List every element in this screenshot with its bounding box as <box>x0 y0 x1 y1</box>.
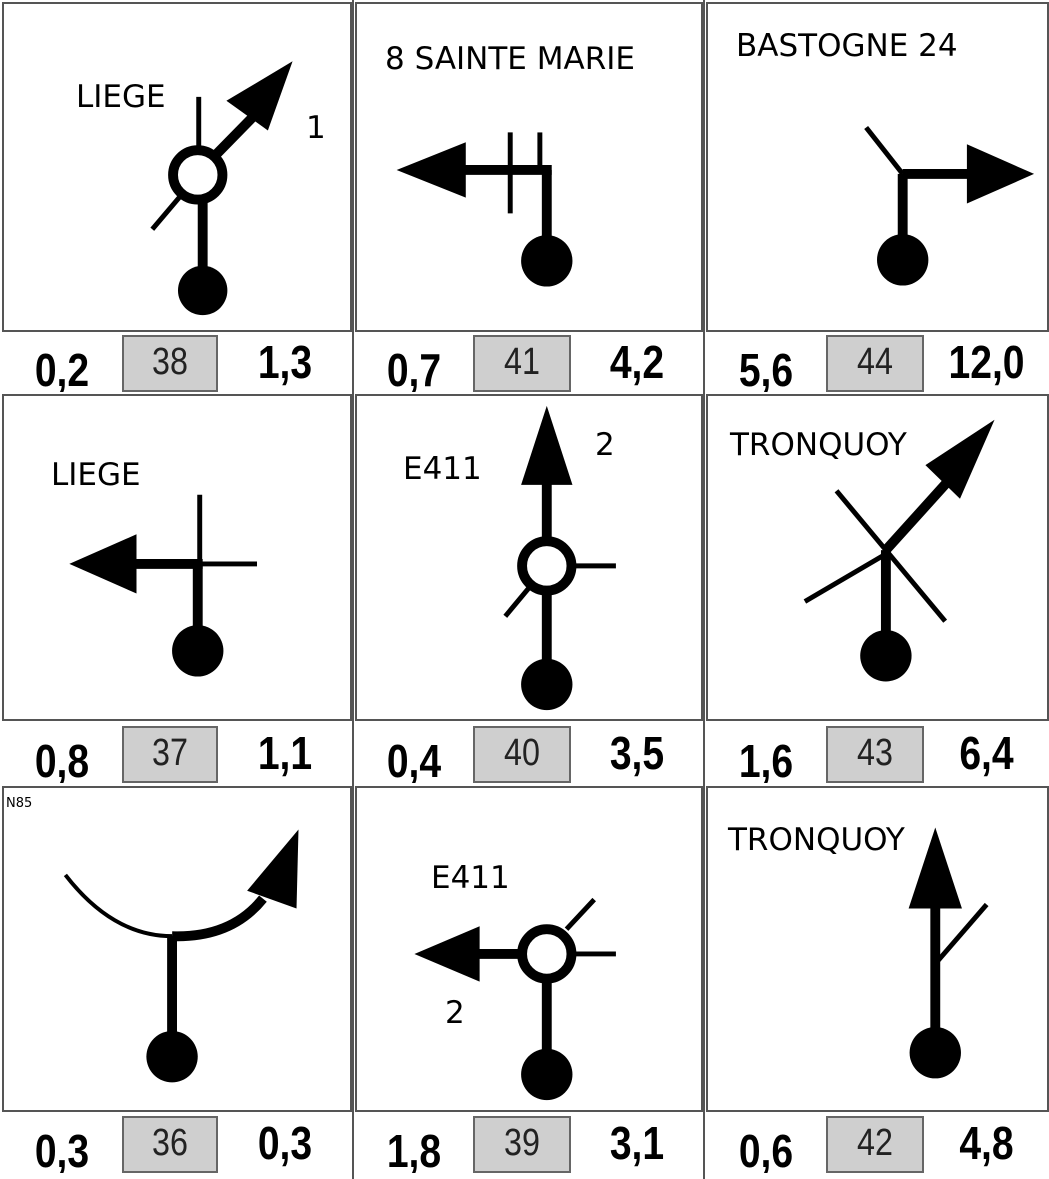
direction-label: LIEGE <box>51 457 141 493</box>
exit-number: 2 <box>595 427 615 463</box>
tile-number-box: 43 <box>826 726 924 783</box>
roadbook-tile-36: N85 <box>2 786 352 1112</box>
tile-number-box: 37 <box>122 726 218 783</box>
roundabout-straight-icon <box>503 405 616 711</box>
column-divider <box>703 0 705 1179</box>
roadbook-tile-40: E411 2 <box>355 394 703 721</box>
direction-label: TRONQUOY <box>730 427 907 463</box>
left-turn-at-crossroad-icon <box>69 494 258 677</box>
roundabout-exit-left-icon <box>414 897 616 1101</box>
exit-number: 2 <box>445 995 465 1031</box>
roadbook-tile-43: TRONQUOY <box>706 394 1049 721</box>
direction-label: E411 <box>403 451 482 487</box>
total-distance: 1,3 <box>257 336 313 388</box>
curve-right-icon <box>63 829 299 1083</box>
total-distance: 6,4 <box>959 727 1014 779</box>
total-distance: 12,0 <box>948 336 1025 388</box>
right-turn-icon <box>864 125 1035 286</box>
total-distance: 4,2 <box>609 336 665 388</box>
total-distance: 3,1 <box>609 1117 665 1169</box>
tile-number-box: 42 <box>826 1116 924 1173</box>
tile-number-box: 39 <box>473 1116 571 1173</box>
partial-distance: 1,6 <box>738 735 794 783</box>
fork-right-icon <box>803 419 995 682</box>
direction-label: 8 SAINTE MARIE <box>385 41 635 77</box>
roadbook-tile-38: LIEGE 1 <box>2 2 352 332</box>
tile-number-box: 44 <box>826 335 924 392</box>
exit-number: 1 <box>306 110 326 146</box>
tile-number-box: 41 <box>473 335 571 392</box>
road-label: N85 <box>6 796 33 811</box>
total-distance: 3,5 <box>609 727 665 779</box>
roadbook-tile-37: LIEGE <box>2 394 352 721</box>
partial-distance: 0,2 <box>34 344 90 392</box>
tile-number-box: 36 <box>122 1116 218 1173</box>
partial-distance: 0,6 <box>738 1125 794 1173</box>
partial-distance: 1,8 <box>386 1125 442 1173</box>
direction-label: TRONQUOY <box>728 822 905 858</box>
partial-distance: 5,6 <box>738 344 794 392</box>
tile-number-box: 40 <box>473 726 571 783</box>
partial-distance: 0,8 <box>34 735 90 783</box>
roundabout-exit-right-icon <box>150 61 293 316</box>
total-distance: 4,8 <box>959 1117 1014 1169</box>
total-distance: 1,1 <box>257 727 313 779</box>
left-turn-after-crossroad-icon <box>396 132 573 287</box>
partial-distance: 0,7 <box>386 344 442 392</box>
direction-label: LIEGE <box>76 79 166 115</box>
roadbook-tile-44: BASTOGNE 24 <box>706 2 1049 332</box>
direction-label: E411 <box>431 860 510 896</box>
column-divider <box>352 0 354 1179</box>
roadbook-tile-41: 8 SAINTE MARIE <box>355 2 703 332</box>
roadbook-tile-42: TRONQUOY <box>706 786 1049 1112</box>
direction-label: BASTOGNE 24 <box>736 28 958 64</box>
partial-distance: 0,3 <box>34 1125 90 1173</box>
roadbook-tile-39: E411 2 <box>355 786 703 1112</box>
tile-number-box: 38 <box>122 335 218 392</box>
straight-fork-icon <box>908 827 989 1079</box>
total-distance: 0,3 <box>257 1117 313 1169</box>
partial-distance: 0,4 <box>386 735 442 783</box>
